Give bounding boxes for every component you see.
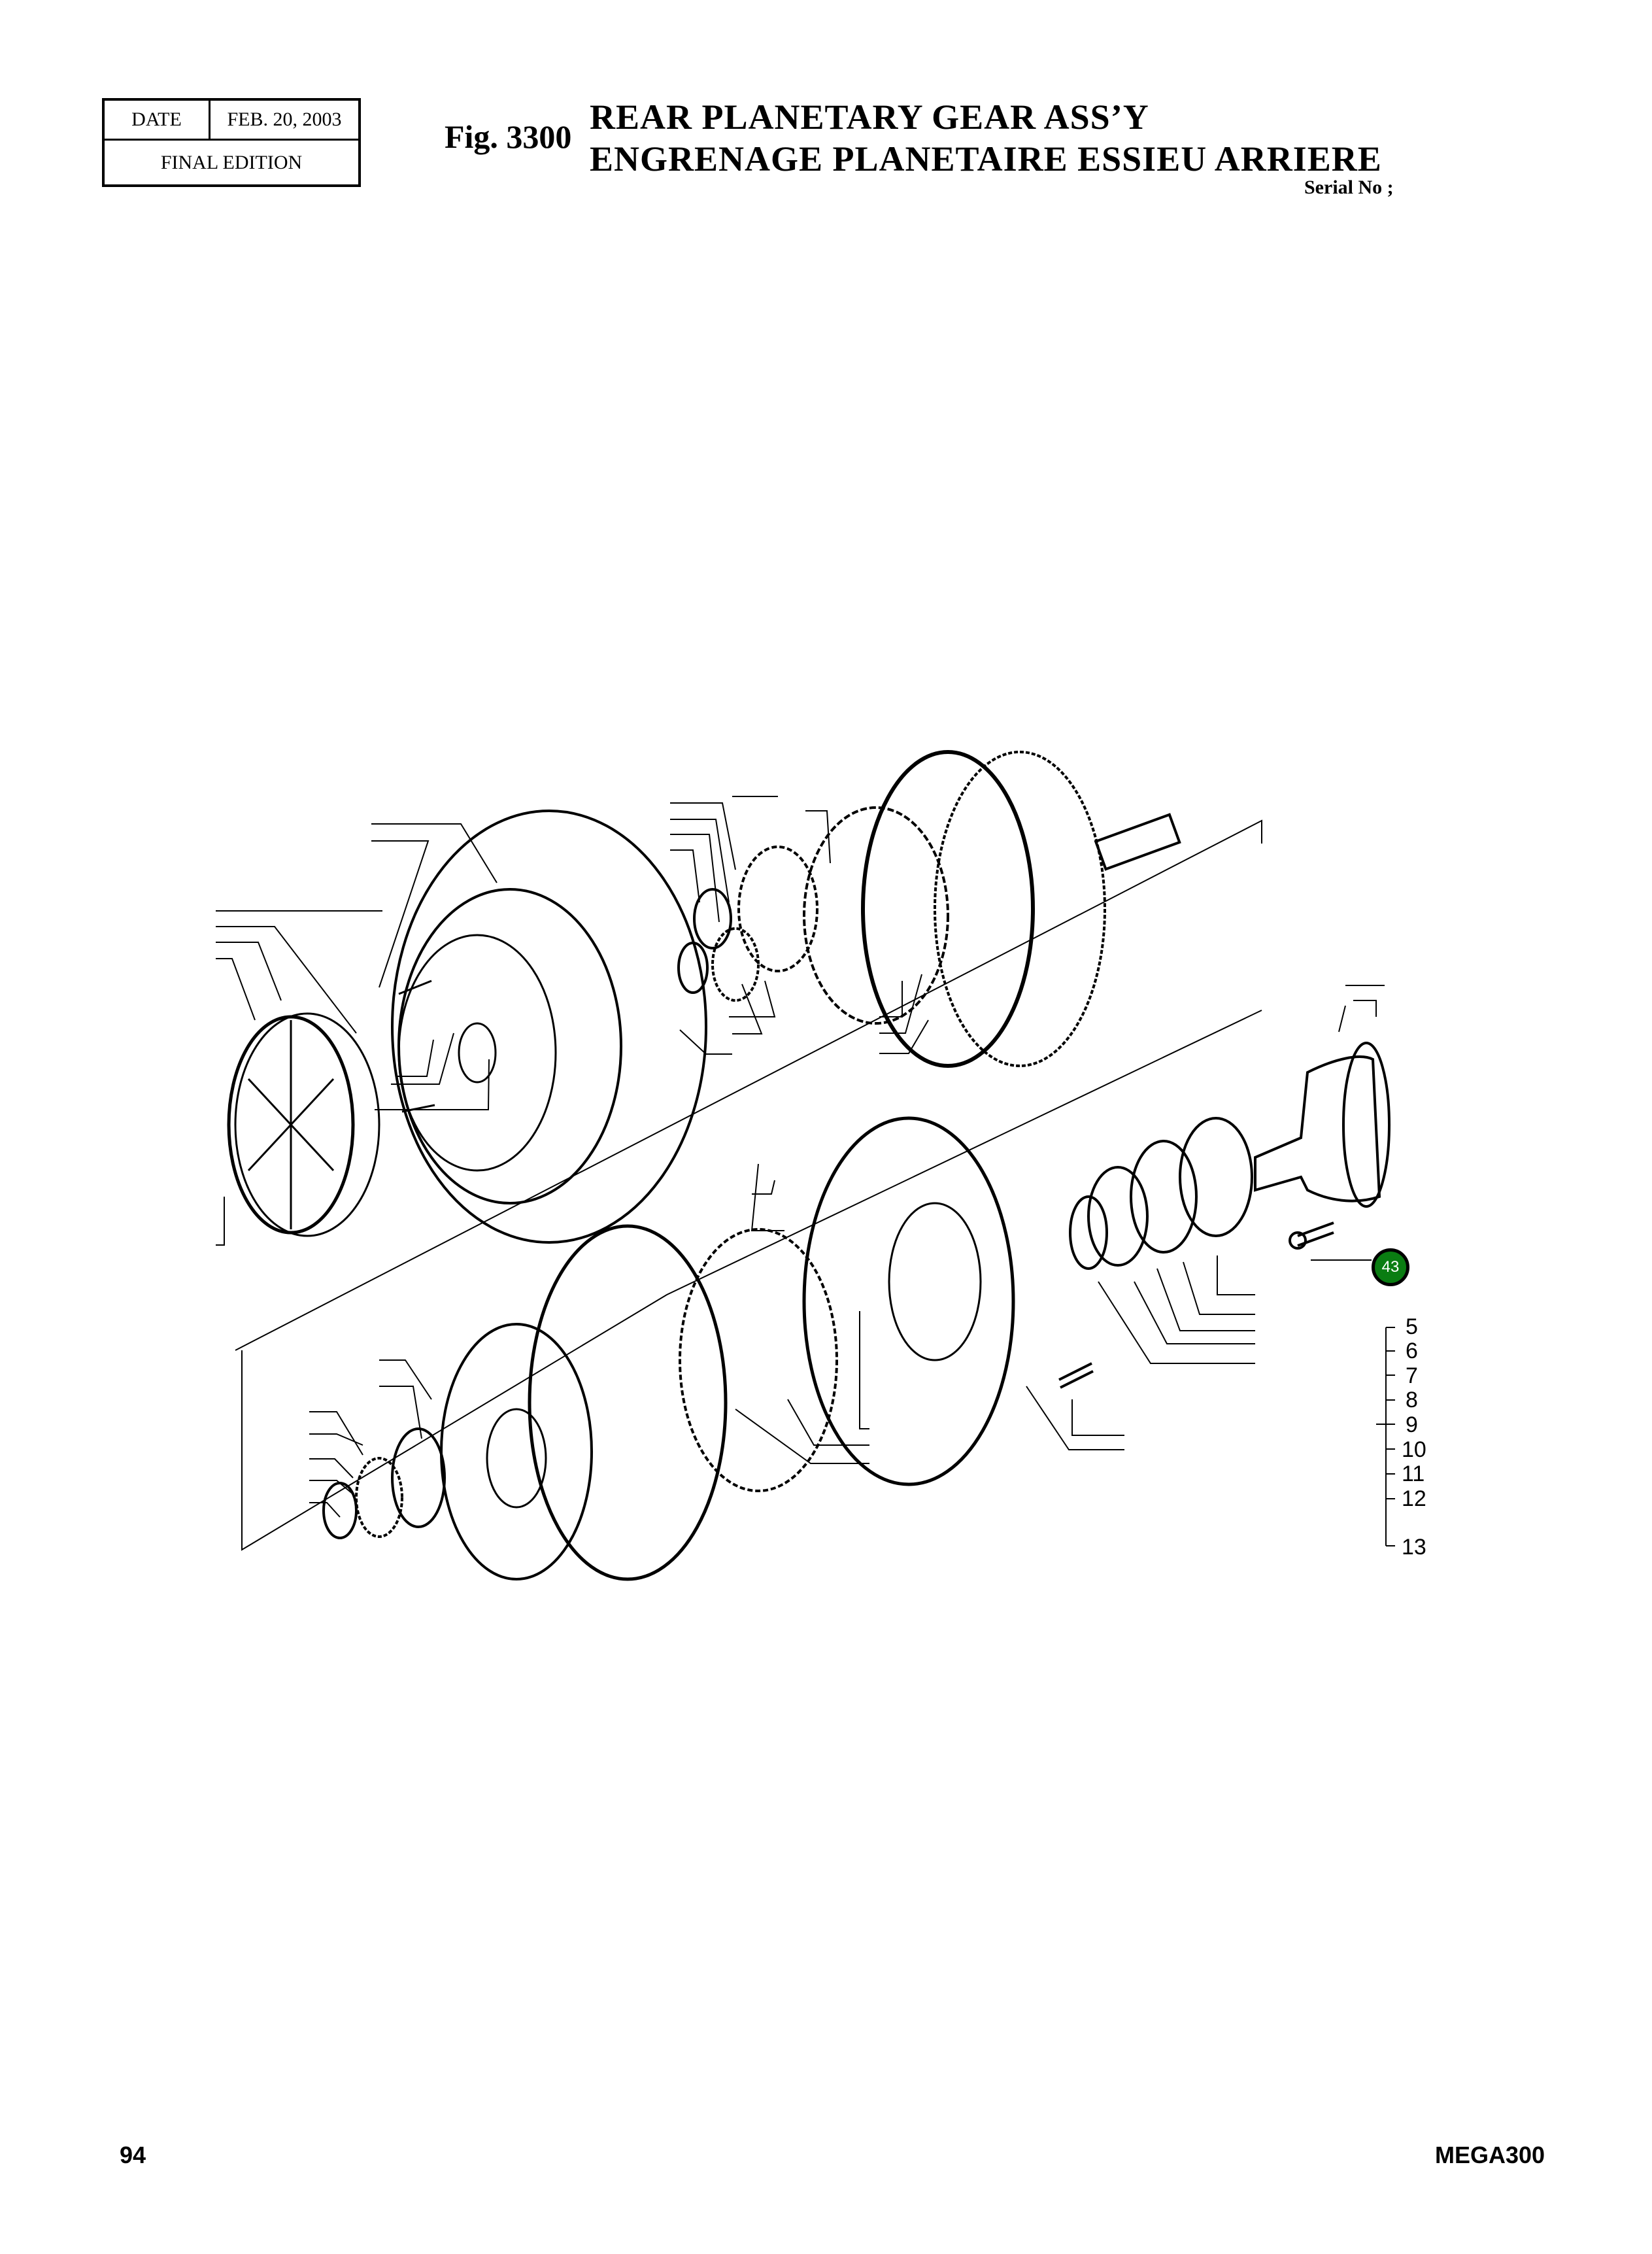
page-number: 94 — [120, 2142, 146, 2168]
date-edition-box: DATE FEB. 20, 2003 FINAL EDITION — [102, 98, 361, 187]
ref-number-5[interactable]: 5 — [1406, 1314, 1418, 1339]
lower-assembly-outline — [241, 1010, 1262, 1551]
ref-number-6[interactable]: 6 — [1406, 1339, 1418, 1363]
seal-part — [1069, 1195, 1108, 1270]
leader-lines — [216, 796, 1385, 1518]
hub-plate-inner — [486, 1408, 547, 1509]
planet-carrier-part — [803, 806, 949, 1025]
serial-number-label: Serial No ; — [1304, 177, 1394, 198]
drum-ring-gear-part — [528, 1224, 728, 1581]
reference-list-bracket — [1376, 1327, 1395, 1546]
bearing-cage-part — [1179, 1117, 1253, 1237]
upper-assembly-outline — [235, 819, 1262, 1351]
ref-number-12[interactable]: 12 — [1402, 1486, 1426, 1511]
spacer-part — [693, 888, 732, 949]
planet-carrier-lower-part — [679, 1228, 838, 1492]
hub-plate-part — [440, 1323, 593, 1580]
date-label: DATE — [105, 101, 211, 139]
wheel-hub-part — [802, 1116, 1015, 1486]
bearing-cone-part — [1087, 1166, 1149, 1267]
page-title-english: REAR PLANETARY GEAR ASS’Y — [590, 97, 1149, 137]
date-row: DATE FEB. 20, 2003 — [105, 101, 358, 141]
nut-part — [355, 1457, 403, 1538]
ring-gear-outer-part — [934, 751, 1106, 1067]
ring-gear-disc-part — [861, 750, 1035, 1068]
bearing-cup-part — [1130, 1140, 1198, 1254]
spindle-flange-part — [1342, 1042, 1391, 1208]
figure-number: Fig. 3300 — [445, 118, 572, 155]
edition-label: FINAL EDITION — [160, 151, 303, 173]
planet-gear-part — [711, 927, 760, 1002]
ref-number-10[interactable]: 10 — [1402, 1437, 1426, 1462]
splined-shaft-part — [1094, 813, 1181, 871]
model-name: MEGA300 — [1435, 2142, 1545, 2168]
ref-number-11[interactable]: 11 — [1402, 1461, 1425, 1486]
stud-part — [1058, 1362, 1094, 1389]
ref-number-13[interactable]: 13 — [1402, 1535, 1426, 1560]
sun-gear-part — [737, 845, 818, 972]
washer-part — [677, 942, 709, 994]
wheel-hub-inner — [888, 1202, 982, 1361]
ref-number-9[interactable]: 9 — [1406, 1412, 1418, 1437]
hub-housing-part — [391, 810, 707, 1244]
date-value: FEB. 20, 2003 — [227, 109, 342, 130]
planetary-cover-part — [227, 1012, 380, 1237]
callout-badge-43[interactable]: 43 — [1372, 1248, 1409, 1286]
spindle-part — [1254, 1055, 1381, 1203]
page-title-french: ENGRENAGE PLANETAIRE ESSIEU ARRIERE — [590, 139, 1382, 179]
ref-number-7[interactable]: 7 — [1406, 1363, 1418, 1388]
bearing-part — [391, 1427, 446, 1528]
ref-number-8[interactable]: 8 — [1406, 1388, 1418, 1412]
